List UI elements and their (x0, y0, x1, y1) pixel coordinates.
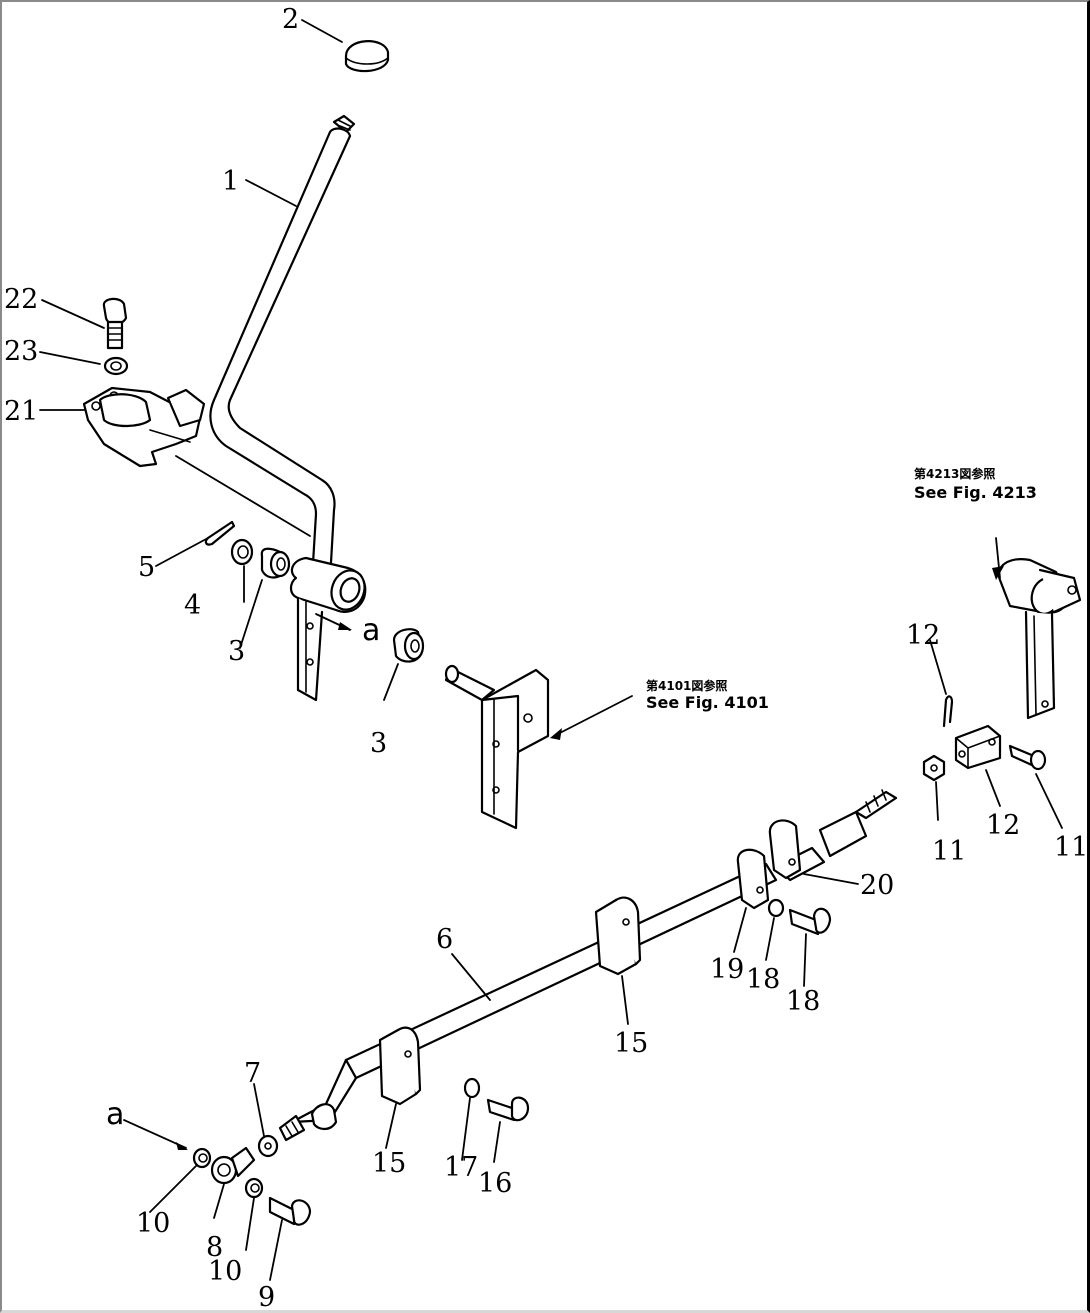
callout-4: 4 (184, 590, 201, 621)
part-shaft (278, 789, 898, 1142)
callout-3-right: 3 (370, 728, 387, 759)
reference-note-4213: 第4213図参照 See Fig. 4213 (914, 466, 1037, 502)
callout-5: 5 (138, 552, 155, 583)
part-bolt-9 (268, 1196, 312, 1226)
callout-8: 8 (206, 1232, 223, 1263)
part-bracket (82, 386, 206, 468)
callout-labels: 2 1 22 23 21 5 4 3 3 12 11 12 11 20 19 1… (4, 4, 1088, 1313)
callout-20: 18 (746, 964, 780, 995)
ref-4101-en: See Fig. 4101 (646, 693, 769, 712)
assembly-line (175, 455, 311, 537)
reference-note-4101: 第4101図参照 See Fig. 4101 (646, 678, 769, 712)
callout-17: 17 (444, 1152, 478, 1183)
view-marker-a-upper: a (362, 613, 380, 648)
callout-6: 6 (436, 924, 453, 955)
part-clamp-15-left (378, 1026, 422, 1106)
callout-10-left: 10 (136, 1208, 170, 1239)
part-washer-4 (230, 538, 254, 566)
callout-18-left: 19 (710, 954, 744, 985)
part-bolt-19 (788, 907, 832, 936)
ref-4213-jp: 第4213図参照 (914, 466, 995, 481)
callout-15-left: 15 (372, 1148, 406, 1179)
callout-21: 21 (4, 396, 38, 427)
part-bushing-3-left (260, 547, 291, 579)
part-clevis-12 (954, 724, 1002, 770)
arrowheads (176, 566, 1004, 1150)
part-nut-11 (922, 754, 946, 782)
part-bolt-16 (486, 1096, 530, 1122)
callout-22: 22 (4, 284, 38, 315)
part-washer-17 (463, 1077, 481, 1099)
callout-14: 12 (906, 620, 940, 651)
callout-12: 12 (986, 810, 1020, 841)
ref-4101-jp: 第4101図参照 (646, 678, 727, 693)
part-nut-7 (257, 1134, 279, 1158)
callout-13: 11 (1054, 832, 1088, 863)
part-lever (209, 114, 367, 702)
callout-3-left: 3 (228, 636, 245, 667)
callout-9: 9 (258, 1282, 275, 1313)
callout-7: 7 (244, 1058, 261, 1089)
part-washer-20 (767, 898, 785, 918)
part-bolt-22 (102, 297, 128, 350)
callout-11: 11 (932, 836, 966, 867)
part-washer-10-b (244, 1177, 264, 1199)
ref-lever-4213 (997, 558, 1082, 720)
ref-bracket-4101 (444, 664, 550, 830)
part-clamp-18-a (736, 848, 770, 910)
callout-1: 1 (222, 166, 239, 197)
leader-lines (39, 19, 1063, 1281)
ref-4213-en: See Fig. 4213 (914, 483, 1037, 502)
part-clamp-15-right (594, 896, 642, 976)
callout-10-right: 10 (208, 1256, 242, 1287)
part-clamp-18-b (768, 819, 802, 880)
part-bushing-3-right (392, 628, 425, 663)
part-pin-13 (1008, 744, 1047, 771)
callout-15-right: 15 (614, 1028, 648, 1059)
part-washer-10-a (192, 1147, 212, 1169)
callout-16: 16 (478, 1168, 512, 1199)
part-washer-23 (103, 356, 129, 376)
part-cotter-pin-14 (942, 695, 954, 728)
part-cotter-pin-5 (204, 520, 236, 546)
view-marker-a-lower: a (106, 1097, 124, 1132)
callout-19: 18 (786, 986, 820, 1017)
part-knob (344, 40, 390, 73)
callout-18-right: 20 (860, 870, 894, 901)
part-ball-joint-8 (210, 1146, 256, 1185)
callout-2: 2 (282, 4, 299, 35)
callout-23: 23 (4, 336, 38, 367)
